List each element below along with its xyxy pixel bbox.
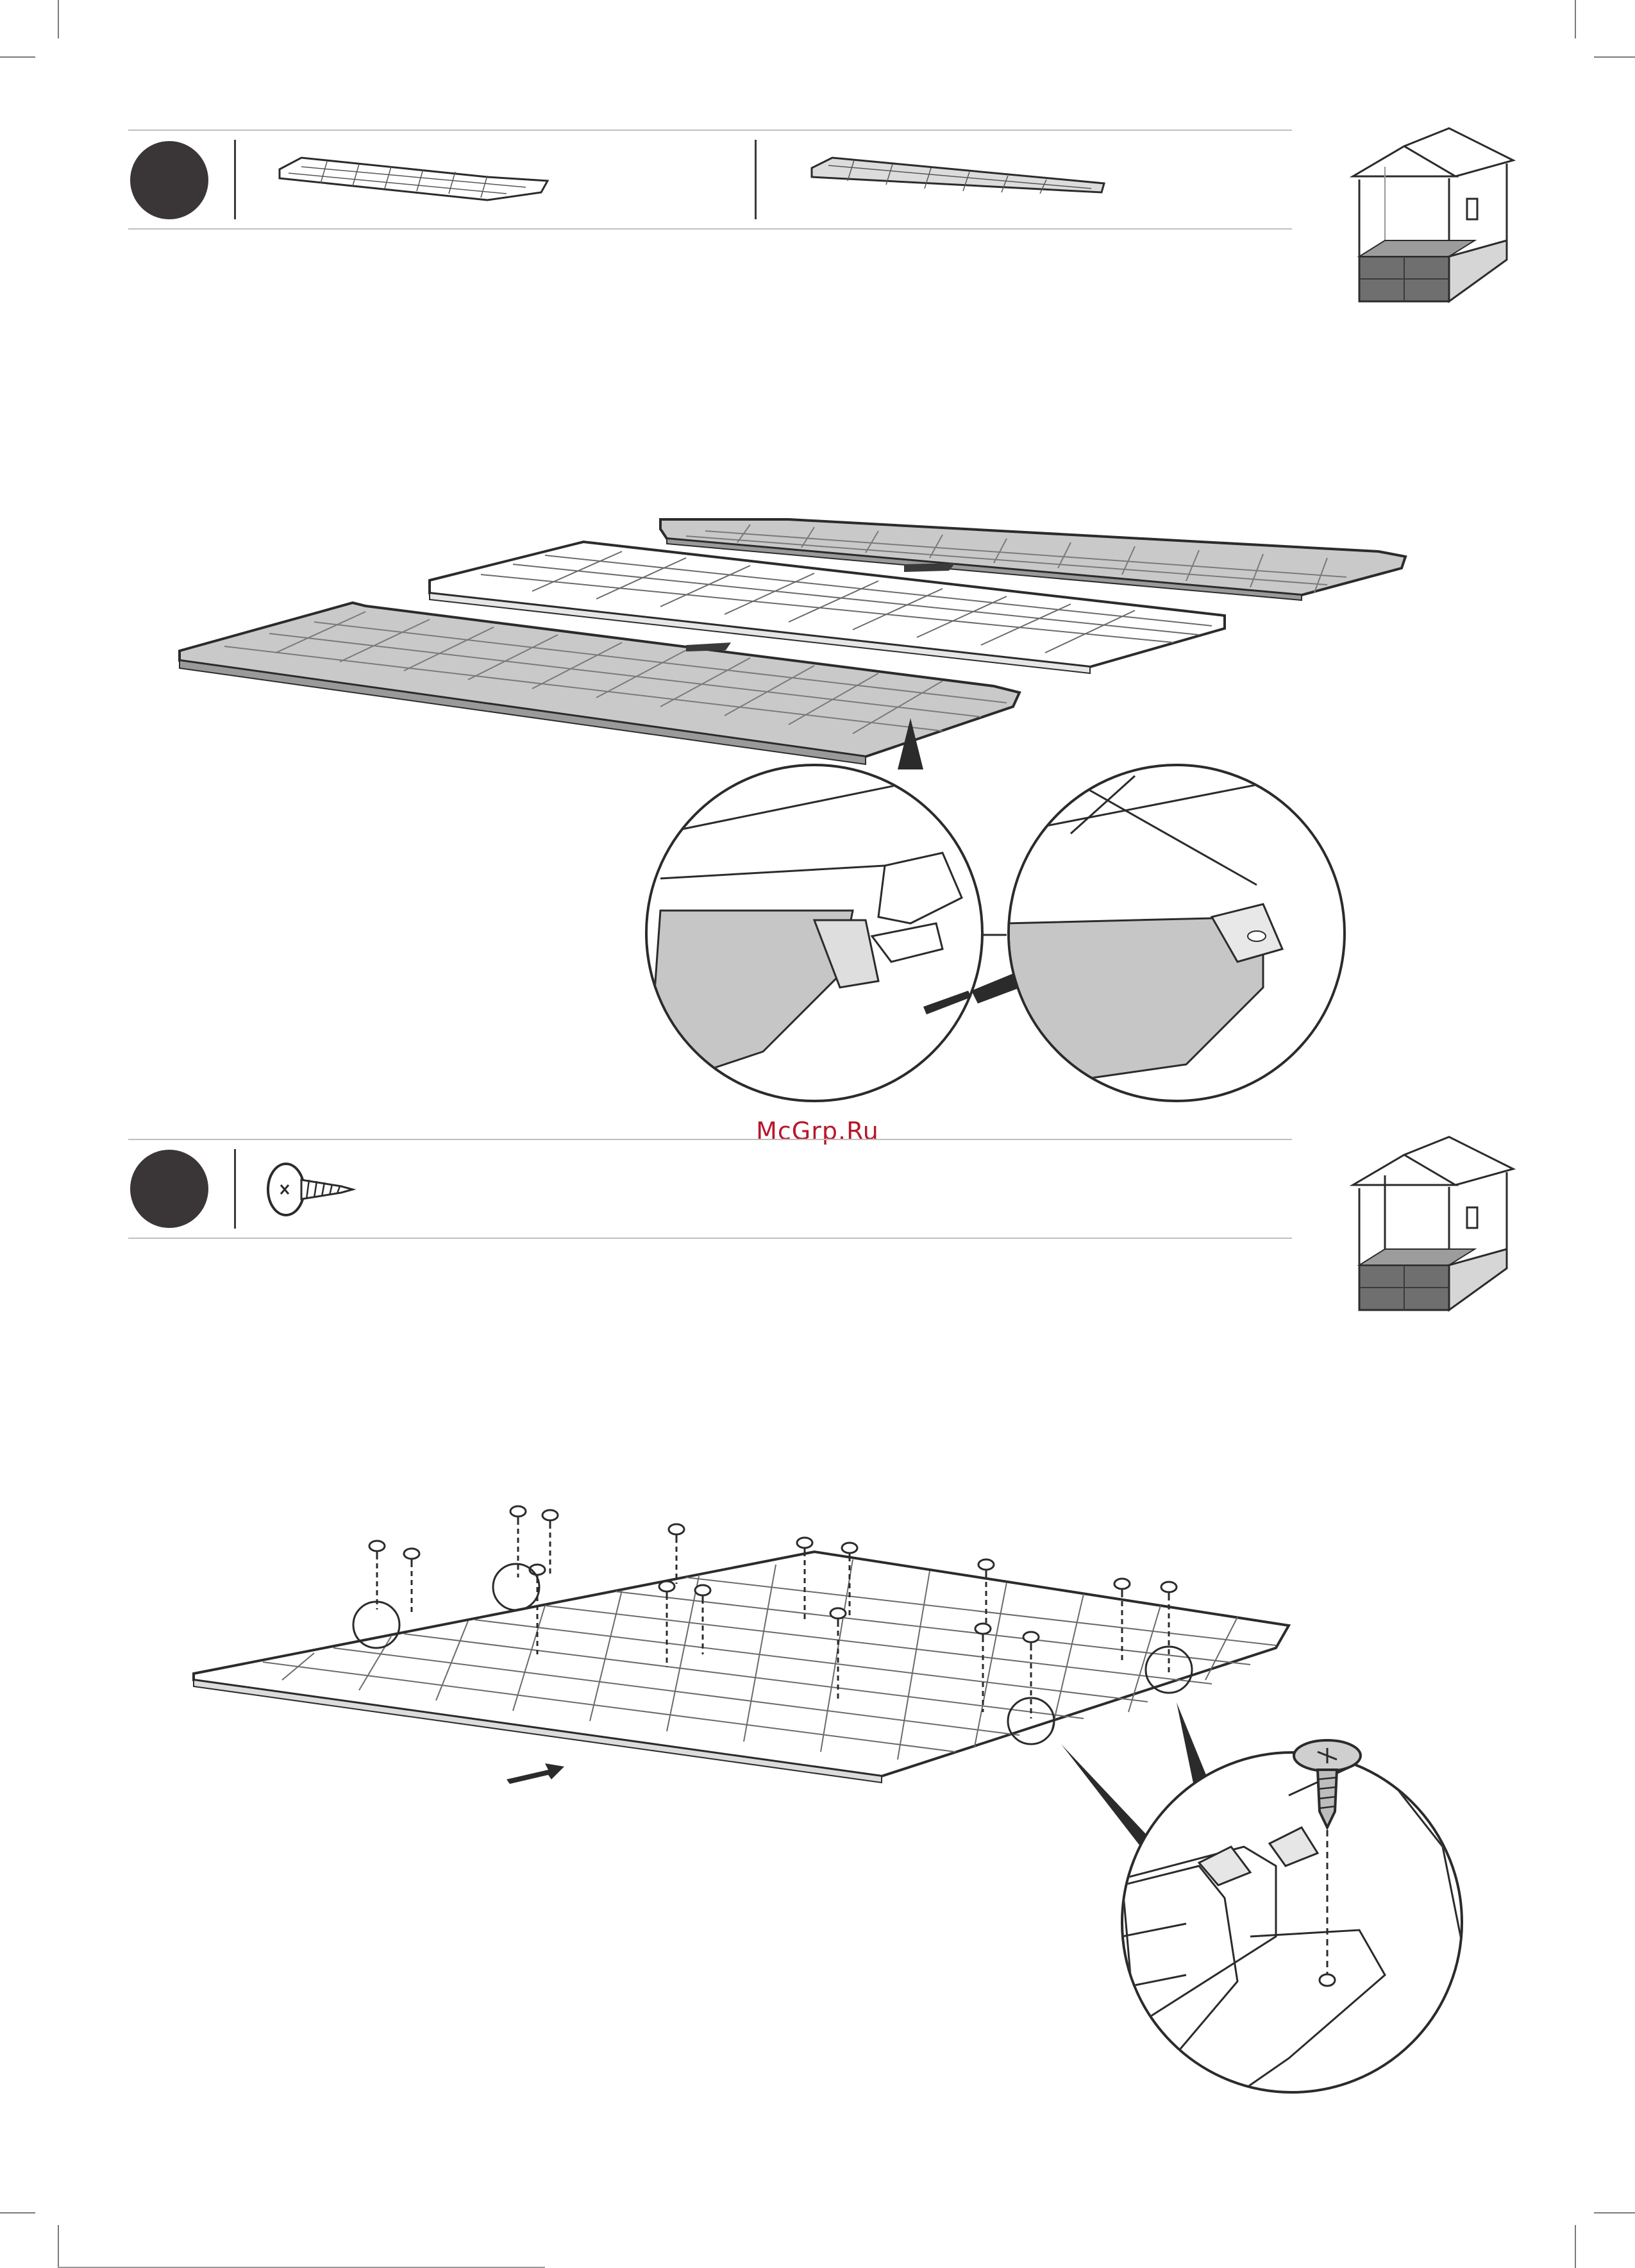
step-2-top-rule: [128, 1139, 1292, 1140]
side-floor-panel-thumbnail: [276, 151, 551, 203]
step-1-divider: [234, 140, 236, 219]
step-2-marker: [130, 1150, 208, 1228]
assembled-floor-screw-view: [186, 1488, 1468, 2129]
step-1-marker: [130, 141, 208, 219]
crop-mark: [1594, 56, 1635, 58]
step-2-divider: [234, 1149, 236, 1229]
step-2-bottom-rule: [128, 1238, 1292, 1239]
step-1-bottom-rule: [128, 228, 1292, 230]
screw-part-icon: [263, 1161, 359, 1218]
shed-floor-highlight-icon: [1346, 1137, 1526, 1320]
crop-mark: [0, 2212, 35, 2213]
crop-mark: [1594, 2212, 1635, 2213]
crop-mark: [0, 56, 35, 58]
center-floor-panel-thumbnail: [809, 151, 1111, 203]
crop-mark: [58, 0, 59, 38]
step-1-top-rule: [128, 130, 1292, 131]
step-1-parts-divider: [755, 140, 757, 219]
screw-detail-magnifier: [1122, 1740, 1468, 2116]
crop-mark: [1575, 0, 1576, 38]
connector-detail-after: [1007, 765, 1346, 1101]
crop-mark: [1575, 2225, 1576, 2268]
connector-detail-before: [646, 765, 1058, 1101]
crop-mark: [58, 2225, 59, 2268]
shed-floor-highlight-icon: [1346, 128, 1526, 311]
floor-panels-exploded-view: [173, 475, 1411, 1103]
